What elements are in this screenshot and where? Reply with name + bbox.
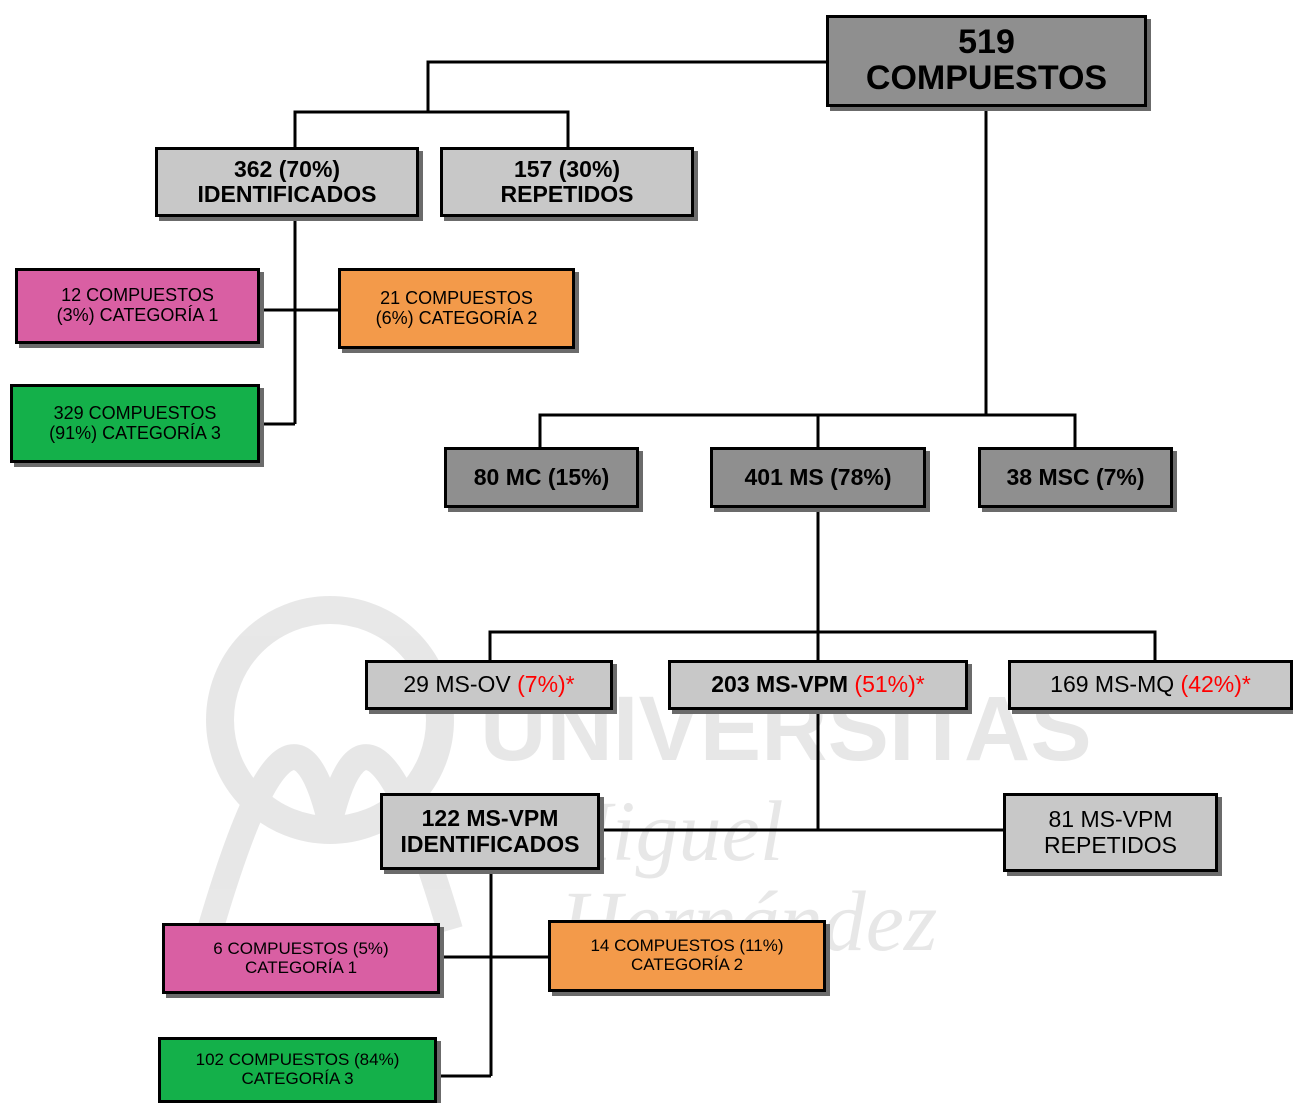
- node-identificados: 362 (70%) IDENTIFICADOS: [155, 147, 419, 217]
- node-categoria-3-bottom: 102 COMPUESTOS (84%) CATEGORÍA 3: [158, 1037, 437, 1103]
- node-categoria-1-bottom: 6 COMPUESTOS (5%) CATEGORÍA 1: [162, 923, 440, 994]
- ms-ov-percent: (7%)*: [517, 671, 575, 698]
- cat3-bot-line2: CATEGORÍA 3: [241, 1069, 354, 1088]
- ms-ov-label: 29 MS-OV: [403, 671, 518, 698]
- node-repetidos: 157 (30%) REPETIDOS: [440, 147, 694, 217]
- repetidos-label: REPETIDOS: [500, 181, 634, 207]
- ms-mq-label: 169 MS-MQ: [1050, 671, 1181, 698]
- cat1-bot-line2: CATEGORÍA 1: [244, 957, 358, 977]
- node-categoria-2-bottom: 14 COMPUESTOS (11%) CATEGORÍA 2: [548, 920, 826, 992]
- cat1-top-line1: 12 COMPUESTOS: [61, 285, 214, 306]
- ms-vpm-percent: (51%)*: [854, 671, 925, 698]
- node-ms-vpm: 203 MS-VPM (51%)*: [668, 660, 968, 710]
- cat2-top-line1: 21 COMPUESTOS: [380, 287, 533, 308]
- node-ms-ov: 29 MS-OV (7%)*: [365, 660, 613, 710]
- repetidos-count: 157 (30%): [513, 155, 621, 182]
- node-mc: 80 MC (15%): [444, 447, 639, 508]
- cat2-bot-line1: 14 COMPUESTOS (11%): [590, 936, 784, 956]
- cat1-top-line2: (3%) CATEGORÍA 1: [56, 305, 219, 325]
- node-msc: 38 MSC (7%): [978, 447, 1173, 508]
- node-categoria-1-top: 12 COMPUESTOS (3%) CATEGORÍA 1: [15, 268, 260, 344]
- ms-mq-percent: (42%)*: [1180, 671, 1251, 698]
- ms-vpm-label: 203 MS-VPM: [711, 671, 855, 698]
- cat3-bot-line1: 102 COMPUESTOS (84%): [195, 1050, 400, 1070]
- root-count: 519: [958, 23, 1015, 62]
- vpm-rep-line1: 81 MS-VPM: [1048, 806, 1173, 833]
- identificados-count: 362 (70%): [233, 155, 341, 182]
- cat1-bot-line1: 6 COMPUESTOS (5%): [213, 938, 389, 958]
- node-ms-vpm-repetidos: 81 MS-VPM REPETIDOS: [1003, 793, 1218, 872]
- node-ms: 401 MS (78%): [710, 447, 926, 508]
- node-ms-vpm-identificados: 122 MS-VPM IDENTIFICADOS: [380, 793, 600, 870]
- vpm-rep-line2: REPETIDOS: [1044, 831, 1177, 858]
- cat2-top-line2: (6%) CATEGORÍA 2: [375, 307, 538, 328]
- vpm-ident-line2: IDENTIFICADOS: [400, 830, 580, 857]
- cat3-top-line1: 329 COMPUESTOS: [53, 402, 217, 423]
- node-ms-mq: 169 MS-MQ (42%)*: [1008, 660, 1293, 710]
- cat3-top-line2: (91%) CATEGORÍA 3: [49, 422, 221, 443]
- vpm-ident-line1: 122 MS-VPM: [421, 805, 559, 832]
- cat2-bot-line2: CATEGORÍA 2: [630, 955, 744, 974]
- mc-label: 80 MC (15%): [473, 463, 610, 490]
- root-label: COMPUESTOS: [865, 59, 1108, 97]
- root-node-compuestos: 519 COMPUESTOS: [826, 15, 1147, 107]
- ms-label: 401 MS (78%): [744, 463, 892, 490]
- msc-label: 38 MSC (7%): [1006, 463, 1145, 490]
- node-categoria-3-top: 329 COMPUESTOS (91%) CATEGORÍA 3: [10, 384, 260, 463]
- node-categoria-2-top: 21 COMPUESTOS (6%) CATEGORÍA 2: [338, 268, 575, 349]
- identificados-label: IDENTIFICADOS: [197, 181, 377, 207]
